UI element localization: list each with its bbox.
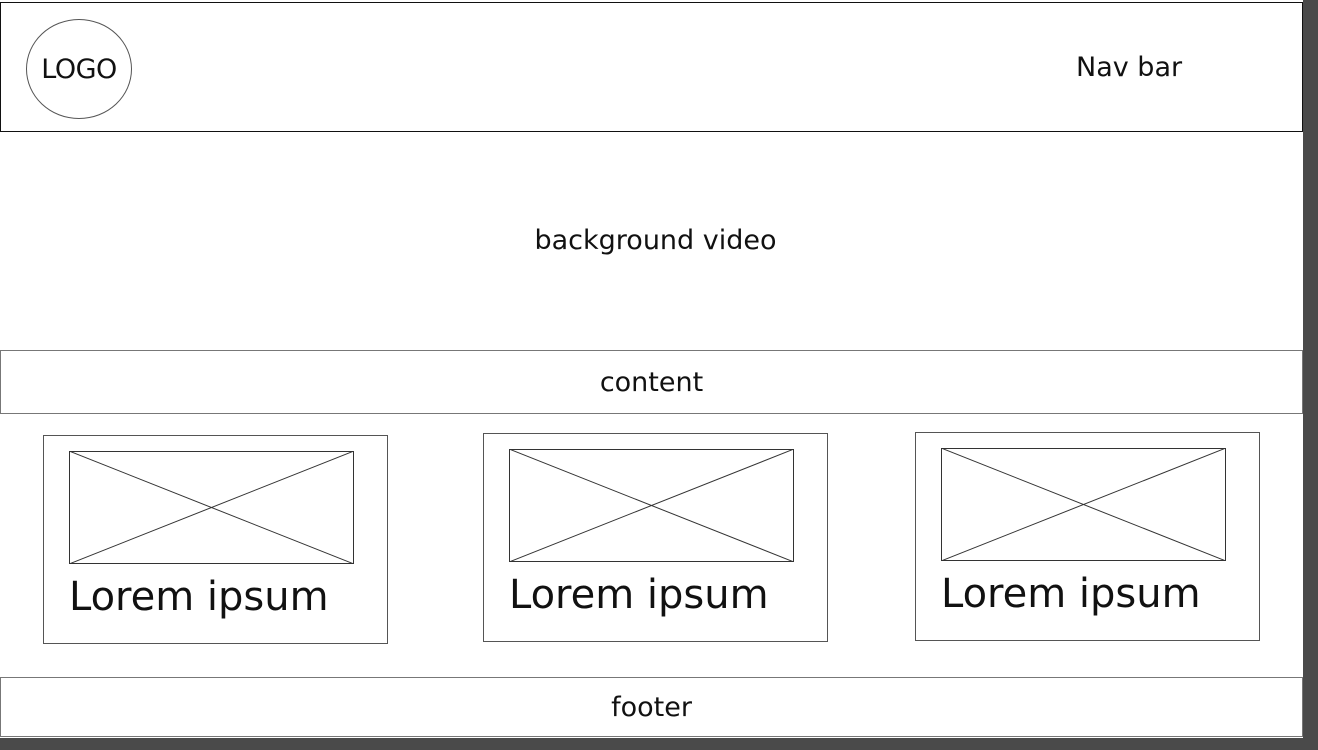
footer-label: footer bbox=[611, 691, 692, 723]
image-placeholder-icon bbox=[509, 449, 794, 562]
card-3[interactable]: Lorem ipsum bbox=[915, 432, 1260, 641]
card-caption: Lorem ipsum bbox=[69, 574, 329, 620]
nav-bar-label: Nav bar bbox=[1076, 52, 1183, 83]
card-caption: Lorem ipsum bbox=[941, 571, 1201, 617]
logo[interactable]: LOGO bbox=[26, 19, 132, 119]
card-caption: Lorem ipsum bbox=[509, 572, 769, 618]
wireframe-page: LOGO Nav bar background video content Lo… bbox=[0, 0, 1303, 738]
background-video-area: background video bbox=[0, 131, 1303, 350]
background-video-label: background video bbox=[534, 225, 777, 256]
image-placeholder-icon bbox=[941, 448, 1226, 561]
card-1[interactable]: Lorem ipsum bbox=[43, 435, 388, 644]
footer: footer bbox=[0, 677, 1303, 737]
image-placeholder-icon bbox=[69, 451, 354, 564]
logo-text: LOGO bbox=[41, 53, 117, 85]
card-2[interactable]: Lorem ipsum bbox=[483, 433, 828, 642]
nav-bar: LOGO Nav bar bbox=[0, 2, 1303, 132]
content-section: content bbox=[0, 350, 1303, 414]
content-label: content bbox=[599, 366, 704, 398]
